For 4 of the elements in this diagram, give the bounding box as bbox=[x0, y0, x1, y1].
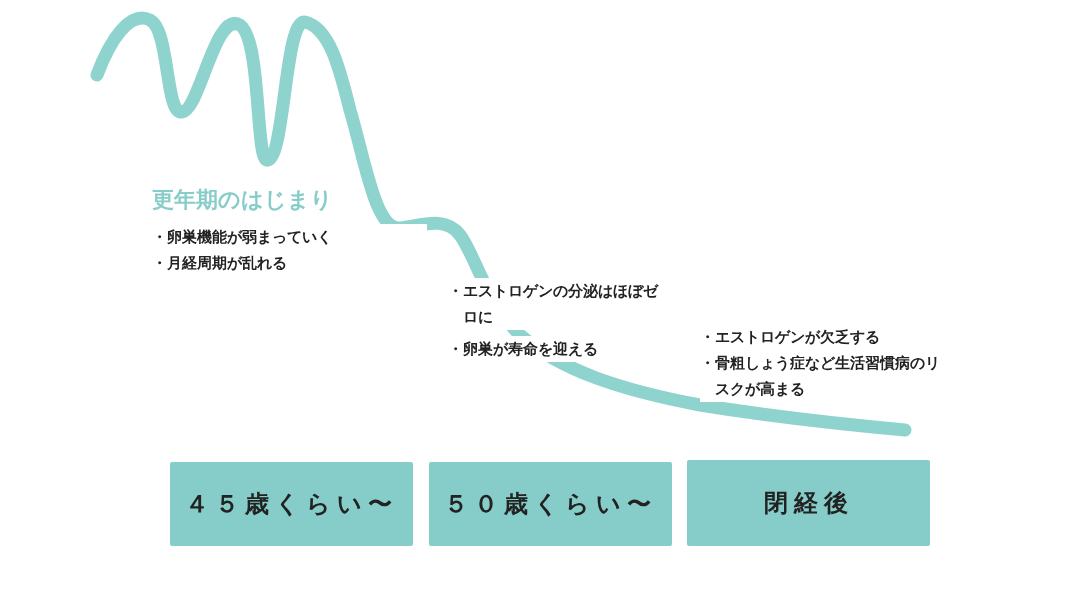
age-stage-box: ５０歳くらい〜 bbox=[429, 462, 672, 546]
stage-heading: 更年期のはじまり bbox=[152, 186, 334, 214]
age-stage-box: ４５歳くらい〜 bbox=[170, 462, 413, 546]
age-stage-box: 閉経後 bbox=[687, 460, 930, 546]
